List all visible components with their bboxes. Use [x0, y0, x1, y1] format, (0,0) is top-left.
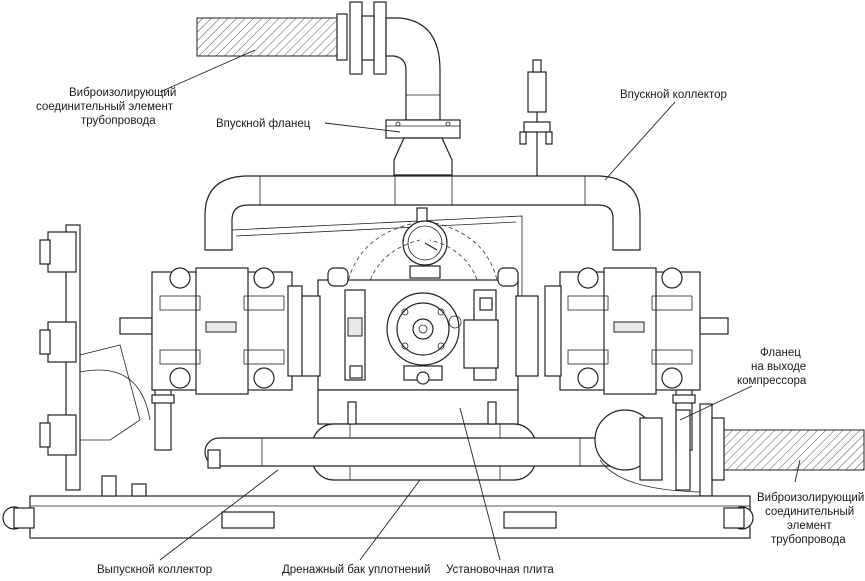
leader-inlet-manifold — [604, 101, 676, 181]
inlet-riser-pipe — [385, 17, 441, 121]
pressure-gauge — [402, 207, 448, 279]
label-inlet-flange: Впускной фланец — [216, 118, 311, 130]
label-inlet-manifold: Впускной коллектор — [620, 89, 727, 101]
label-vibro-right-line3: элемент — [787, 520, 832, 532]
outlet-manifold-pipe — [204, 437, 636, 469]
leader-top-vibro — [159, 49, 256, 93]
label-vibro-top-line1: Виброизолирующий — [69, 87, 176, 99]
label-vibro-top-line3: трубопровода — [81, 115, 156, 127]
leader-drain-tank — [359, 479, 421, 561]
thermometer — [519, 59, 553, 176]
compressor-body — [299, 267, 539, 391]
inlet-flange — [385, 119, 461, 176]
right-vibro-hose — [723, 429, 865, 471]
label-outlet-manifold: Выпускной коллектор — [97, 564, 212, 576]
label-outlet-flange-line3: компрессора — [737, 375, 807, 387]
leader-outlet-manifold — [159, 469, 279, 561]
left-valve-panel — [39, 224, 151, 491]
left-cylinder-block — [119, 267, 303, 451]
skid-frame — [2, 475, 754, 539]
label-outlet-flange-line1: Фланец — [760, 347, 801, 359]
label-outlet-flange-line2: на выходе — [751, 361, 806, 373]
right-cylinder-block — [544, 267, 729, 451]
leader-outlet-flange — [679, 385, 753, 421]
label-drain-tank: Дренажный бак уплотнений — [282, 564, 430, 576]
inlet-manifold-pipe — [204, 175, 641, 251]
leader-base-plate — [459, 407, 501, 561]
leader-lines — [159, 49, 801, 561]
label-base-plate: Установочная плита — [446, 564, 554, 576]
label-vibro-top-line2: соединительный элемент — [36, 101, 174, 113]
leader-inlet-flange — [324, 122, 401, 133]
outlet-flange — [594, 403, 725, 497]
label-vibro-right-line2: соединительный — [765, 506, 854, 518]
label-vibro-right-line1: Виброизолирующий — [757, 492, 864, 504]
rear-frame — [231, 215, 523, 330]
label-vibro-right-line4: трубопровода — [771, 534, 846, 546]
leader-right-vibro — [794, 459, 801, 483]
callout-labels: Виброизолирующий соединительный элемент … — [36, 87, 864, 576]
